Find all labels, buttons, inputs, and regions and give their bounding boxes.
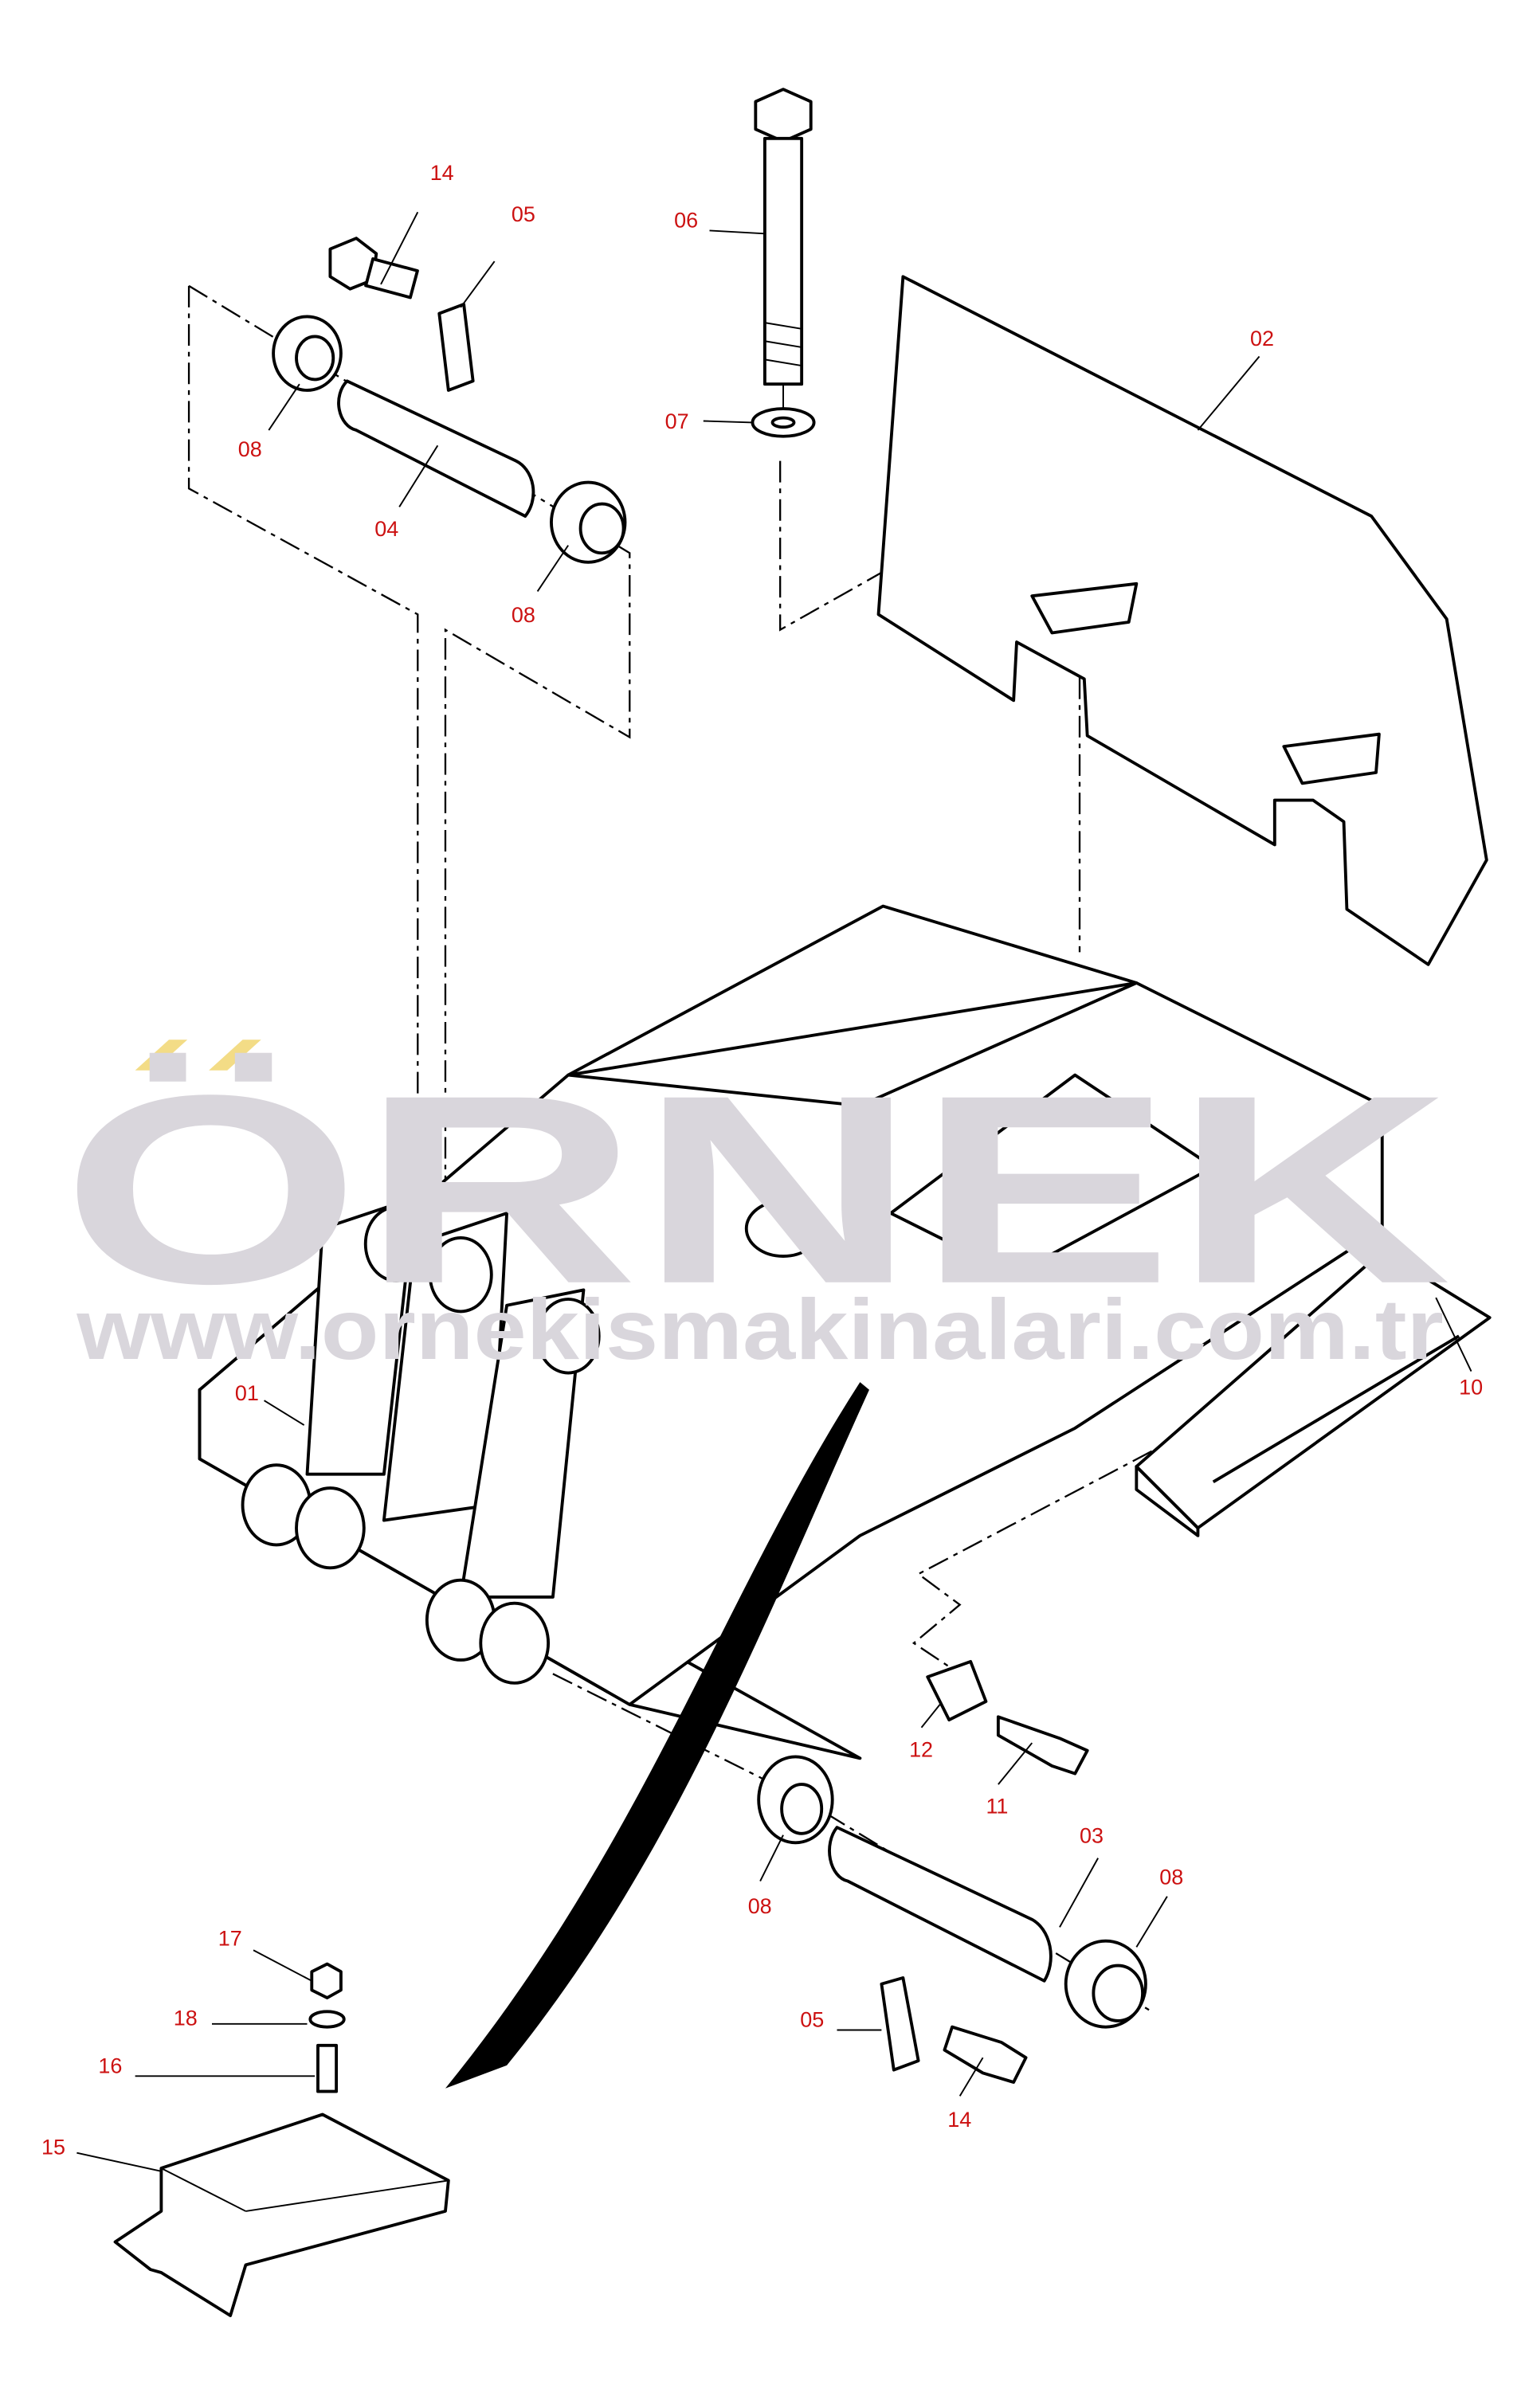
- callout-03: 03: [1080, 1823, 1104, 1847]
- watermark-accent-icon: [135, 1040, 188, 1071]
- callout-04: 04: [374, 517, 398, 541]
- small-parts: [113, 1962, 450, 2317]
- callout-08: 08: [748, 1894, 772, 1918]
- part-10-bracket: [1135, 1250, 1492, 1537]
- callout-12: 12: [909, 1737, 933, 1761]
- callout-07: 07: [665, 409, 689, 433]
- callout-10: 10: [1459, 1376, 1483, 1400]
- callout-14: 14: [947, 2108, 971, 2132]
- callout-17: 17: [218, 1926, 242, 1950]
- watermark: ÖRNEK www.ornekismakinalari.com.tr: [61, 1040, 1451, 1377]
- part-12-11: [926, 1659, 1089, 1776]
- callout-02: 02: [1250, 327, 1274, 350]
- upper-pin-group: [272, 237, 627, 564]
- leader-lines: [76, 211, 1472, 2172]
- callout-14: 14: [430, 161, 454, 185]
- callout-06: 06: [674, 209, 698, 233]
- callout-08: 08: [238, 437, 262, 461]
- part-counterweight: [876, 275, 1488, 966]
- watermark-accent-icon: [209, 1040, 261, 1071]
- watermark-brand: ÖRNEK: [61, 1040, 1451, 1340]
- lower-pin-group: [757, 1755, 1147, 2084]
- callout-18: 18: [174, 2007, 198, 2030]
- callout-05: 05: [800, 2008, 824, 2032]
- callout-labels: 14 05 06 02 07 08 04 08 01 10 12 11 03 0…: [41, 161, 1483, 2159]
- part-main-frame: [198, 904, 1384, 2089]
- callout-01: 01: [235, 1381, 259, 1405]
- callout-08: 08: [1159, 1865, 1183, 1889]
- callout-11: 11: [986, 1795, 1008, 1819]
- callout-08: 08: [512, 603, 535, 627]
- part-bolt-06: [751, 88, 816, 438]
- callout-05: 05: [512, 202, 535, 226]
- watermark-url: www.ornekismakinalari.com.tr: [76, 1281, 1444, 1377]
- callout-16: 16: [98, 2054, 122, 2077]
- callout-15: 15: [41, 2136, 65, 2159]
